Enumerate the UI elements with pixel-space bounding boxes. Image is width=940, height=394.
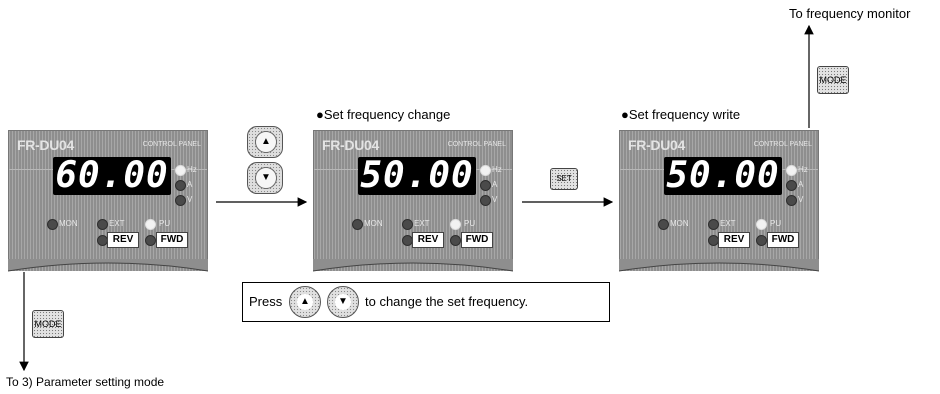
fwd-led bbox=[756, 235, 767, 246]
pu-led bbox=[450, 219, 461, 230]
control-panel-2: FR-DU04 CONTROL PANEL 50.00 Hz A V MON E… bbox=[313, 130, 513, 272]
mon-led bbox=[47, 219, 58, 230]
ext-label: EXT bbox=[720, 219, 736, 228]
rev-key[interactable]: REV bbox=[412, 232, 444, 248]
set-frequency-change-heading: ●Set frequency change bbox=[316, 107, 450, 122]
fwd-key[interactable]: FWD bbox=[156, 232, 188, 248]
mon-label: MON bbox=[59, 219, 78, 228]
hz-label: Hz bbox=[798, 165, 808, 174]
mode-button-label: MODE bbox=[34, 319, 62, 329]
mon-label: MON bbox=[670, 219, 689, 228]
panel-curved-bottom bbox=[619, 259, 819, 272]
control-panel-label: CONTROL PANEL bbox=[753, 141, 812, 148]
press-instruction-box: Press ▲ ▼ to change the set frequency. bbox=[242, 282, 610, 322]
pu-label: PU bbox=[770, 219, 782, 228]
fwd-led bbox=[450, 235, 461, 246]
hz-label: Hz bbox=[187, 165, 197, 174]
panel-curved-bottom bbox=[8, 259, 208, 272]
to-parameter-setting-label: To 3) Parameter setting mode bbox=[6, 375, 165, 389]
a-label: A bbox=[187, 180, 193, 189]
rev-key[interactable]: REV bbox=[107, 232, 139, 248]
hz-led bbox=[786, 165, 797, 176]
press-prefix: Press bbox=[249, 294, 283, 309]
down-arrow-icon: ▼ bbox=[255, 167, 277, 189]
rev-key[interactable]: REV bbox=[718, 232, 750, 248]
hz-label: Hz bbox=[492, 165, 502, 174]
brand-label: FR-DU04 bbox=[628, 137, 686, 153]
mode-button-top[interactable]: MODE bbox=[817, 66, 849, 94]
set-button[interactable]: SET bbox=[550, 168, 578, 190]
down-arrow-button[interactable]: ▼ bbox=[247, 162, 283, 194]
v-led bbox=[175, 195, 186, 206]
up-arrow-icon: ▲ bbox=[255, 131, 277, 153]
press-suffix: to change the set frequency. bbox=[365, 294, 529, 309]
v-label: V bbox=[798, 195, 804, 204]
up-arrow-button-inline[interactable]: ▲ bbox=[289, 286, 321, 318]
fwd-led bbox=[145, 235, 156, 246]
mode-button-bottom[interactable]: MODE bbox=[32, 310, 64, 338]
heading-text: Set frequency write bbox=[628, 107, 741, 122]
v-label: V bbox=[492, 195, 498, 204]
up-arrow-button[interactable]: ▲ bbox=[247, 126, 283, 158]
ext-led bbox=[97, 219, 108, 230]
set-button-label: SET bbox=[556, 174, 572, 183]
pu-label: PU bbox=[464, 219, 476, 228]
mon-led bbox=[658, 219, 669, 230]
down-arrow-button-inline[interactable]: ▼ bbox=[327, 286, 359, 318]
brand-label: FR-DU04 bbox=[322, 137, 380, 153]
to-frequency-monitor-label: To frequency monitor bbox=[789, 6, 911, 21]
a-label: A bbox=[492, 180, 498, 189]
v-led bbox=[480, 195, 491, 206]
a-led bbox=[480, 180, 491, 191]
down-arrow-icon: ▼ bbox=[335, 294, 351, 310]
frequency-display: 50.00 bbox=[358, 157, 476, 195]
mode-button-label: MODE bbox=[819, 75, 847, 85]
v-led bbox=[786, 195, 797, 206]
ext-label: EXT bbox=[414, 219, 430, 228]
control-panel-label: CONTROL PANEL bbox=[142, 141, 201, 148]
a-led bbox=[175, 180, 186, 191]
frequency-display: 60.00 bbox=[53, 157, 171, 195]
mon-label: MON bbox=[364, 219, 383, 228]
hz-led bbox=[480, 165, 491, 176]
control-panel-1: FR-DU04 CONTROL PANEL 60.00 Hz A V MON E… bbox=[8, 130, 208, 272]
set-frequency-write-heading: ●Set frequency write bbox=[621, 107, 740, 122]
panel-curved-bottom bbox=[313, 259, 513, 272]
bullet: ● bbox=[316, 107, 324, 122]
ext-led bbox=[708, 219, 719, 230]
up-arrow-icon: ▲ bbox=[297, 294, 313, 310]
pu-label: PU bbox=[159, 219, 171, 228]
fwd-key[interactable]: FWD bbox=[767, 232, 799, 248]
heading-text: Set frequency change bbox=[323, 107, 451, 122]
ext-label: EXT bbox=[109, 219, 125, 228]
a-led bbox=[786, 180, 797, 191]
pu-led bbox=[145, 219, 156, 230]
pu-led bbox=[756, 219, 767, 230]
a-label: A bbox=[798, 180, 804, 189]
hz-led bbox=[175, 165, 186, 176]
control-panel-label: CONTROL PANEL bbox=[447, 141, 506, 148]
fwd-key[interactable]: FWD bbox=[461, 232, 493, 248]
v-label: V bbox=[187, 195, 193, 204]
bullet: ● bbox=[621, 107, 629, 122]
mon-led bbox=[352, 219, 363, 230]
frequency-display: 50.00 bbox=[664, 157, 782, 195]
ext-led bbox=[402, 219, 413, 230]
brand-label: FR-DU04 bbox=[17, 137, 75, 153]
control-panel-3: FR-DU04 CONTROL PANEL 50.00 Hz A V MON E… bbox=[619, 130, 819, 272]
